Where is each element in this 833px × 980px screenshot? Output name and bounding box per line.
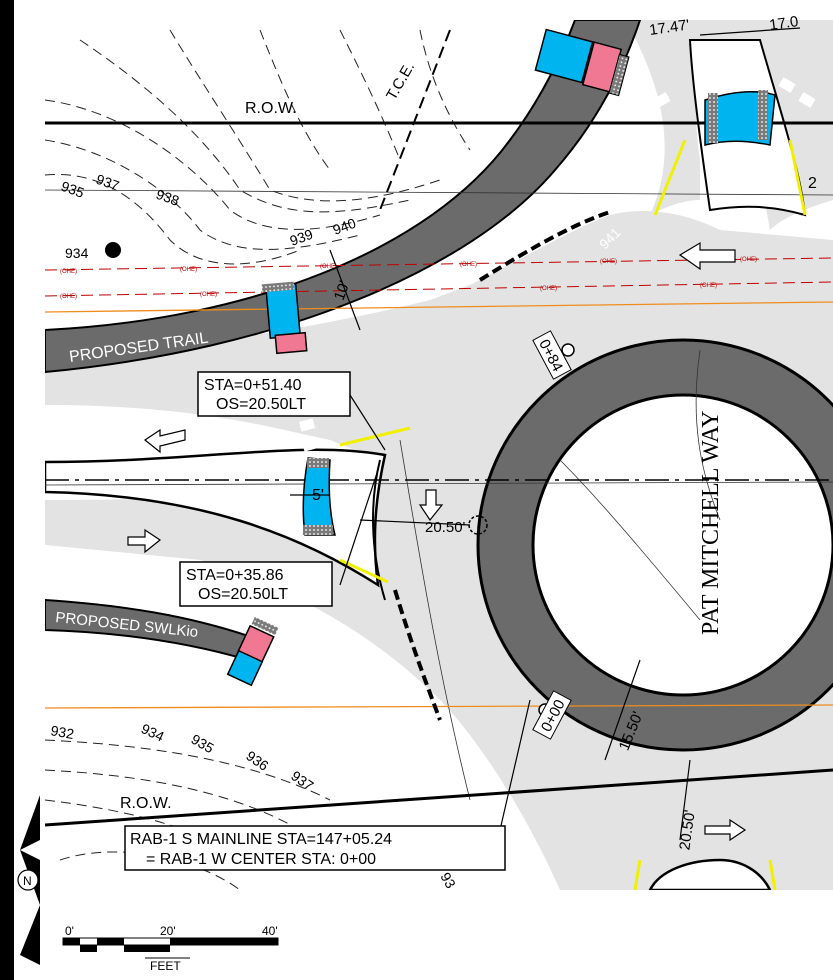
ohe-label: (OHE): [320, 264, 337, 270]
scale-bar: 0' 20' 40' FEET: [62, 924, 279, 973]
utility-line-north: [45, 301, 833, 313]
north-label: N: [23, 874, 32, 888]
svg-text:STA=0+35.86: STA=0+35.86: [186, 567, 284, 584]
row-label-south: R.O.W.: [120, 795, 172, 812]
row-line-south: [45, 768, 833, 827]
dim-island: 5': [312, 487, 324, 504]
existing-grading-lines: [45, 189, 833, 801]
contour-lines: [45, 29, 471, 890]
lane-arrows: [127, 241, 747, 842]
splitter-island-west: [45, 448, 387, 588]
svg-text:93: 93: [437, 870, 459, 892]
svg-text:STA=0+51.40: STA=0+51.40: [204, 377, 302, 394]
curb-ramp-sidewalk: [226, 616, 279, 687]
svg-text:OS=20.50LT: OS=20.50LT: [198, 586, 288, 603]
row-label-north: R.O.W.: [245, 100, 297, 117]
splitter-island-south: [648, 858, 772, 890]
ohe-label: (OHE): [460, 262, 477, 268]
dim-top-left: 17.47': [648, 16, 691, 38]
svg-text:40': 40': [262, 924, 278, 938]
svg-text:937: 937: [94, 171, 122, 194]
dim-exit: 20.50': [676, 809, 698, 852]
ohe-label: (OHE): [200, 292, 217, 298]
svg-text:940: 940: [331, 215, 359, 238]
central-island: [531, 393, 833, 697]
svg-text:= RAB-1 W CENTER STA: 0+00: = RAB-1 W CENTER STA: 0+00: [146, 851, 376, 868]
svg-text:936: 936: [243, 747, 271, 774]
dimension-lines: [290, 27, 801, 841]
svg-text:RAB-1 S MAINLINE STA=147+05.24: RAB-1 S MAINLINE STA=147+05.24: [130, 831, 392, 848]
ohe-label: (OHE): [60, 294, 77, 300]
ohe-label: (OHE): [600, 259, 617, 265]
curb-ramp-splitter-island: [302, 457, 336, 536]
left-arrow-icon: [143, 428, 186, 454]
ohe-label: (OHE): [180, 267, 197, 273]
yellow-curb-marks: [339, 139, 807, 890]
svg-text:934: 934: [139, 720, 167, 744]
svg-text:OS=20.50LT: OS=20.50LT: [216, 396, 306, 413]
svg-text:934: 934: [65, 245, 89, 261]
curb-ramp-north-trail: [534, 28, 630, 97]
roundabout-arrow-icon: [704, 818, 747, 842]
curb-ramp-north-island: [704, 90, 776, 146]
road-name-label: PAT MITCHELL WAY: [698, 411, 724, 635]
mainline-callout: RAB-1 S MAINLINE STA=147+05.24 = RAB-1 W…: [124, 825, 506, 871]
svg-text:935: 935: [59, 178, 87, 201]
svg-text:20': 20': [160, 924, 176, 938]
svg-text:938: 938: [154, 186, 182, 209]
turn-arrow-icon: [418, 489, 444, 522]
svg-text:FEET: FEET: [150, 959, 181, 973]
ohe-label: (OHE): [540, 286, 557, 292]
tce-line: [379, 29, 451, 211]
svg-text:937: 937: [288, 767, 316, 794]
survey-point-icon: [105, 242, 121, 258]
station-callout-2: STA=0+35.86 OS=20.50LT: [179, 561, 333, 607]
tce-label: T.C.E.: [383, 59, 418, 103]
proposed-curb-dashed: [478, 210, 611, 282]
dim-radius: 20.50': [425, 519, 466, 536]
svg-text:0': 0': [65, 924, 74, 938]
station-callout-1: STA=0+51.40 OS=20.50LT: [197, 371, 351, 417]
north-arrow-icon: N: [17, 795, 40, 965]
pi-marker: [468, 515, 488, 535]
proposed-curb-dashed: [393, 589, 442, 721]
ohe-label: (OHE): [740, 257, 757, 263]
roundabout-arrow-icon: [678, 241, 736, 271]
ohe-label: (OHE): [60, 269, 77, 275]
svg-text:939: 939: [288, 226, 316, 249]
dim-right-edge: 2: [808, 175, 817, 192]
right-arrow-icon: [127, 528, 162, 554]
station-marker: [561, 343, 575, 357]
ohe-label: (OHE): [700, 283, 717, 289]
dim-top-right: 17.0: [768, 13, 799, 34]
svg-text:932: 932: [49, 722, 75, 742]
svg-text:935: 935: [189, 731, 217, 757]
curb-ramp-trail-west: [261, 281, 308, 355]
utility-line-south: [45, 704, 833, 709]
sheet-border: [0, 0, 14, 980]
dim-trail-width: 10': [331, 278, 354, 302]
